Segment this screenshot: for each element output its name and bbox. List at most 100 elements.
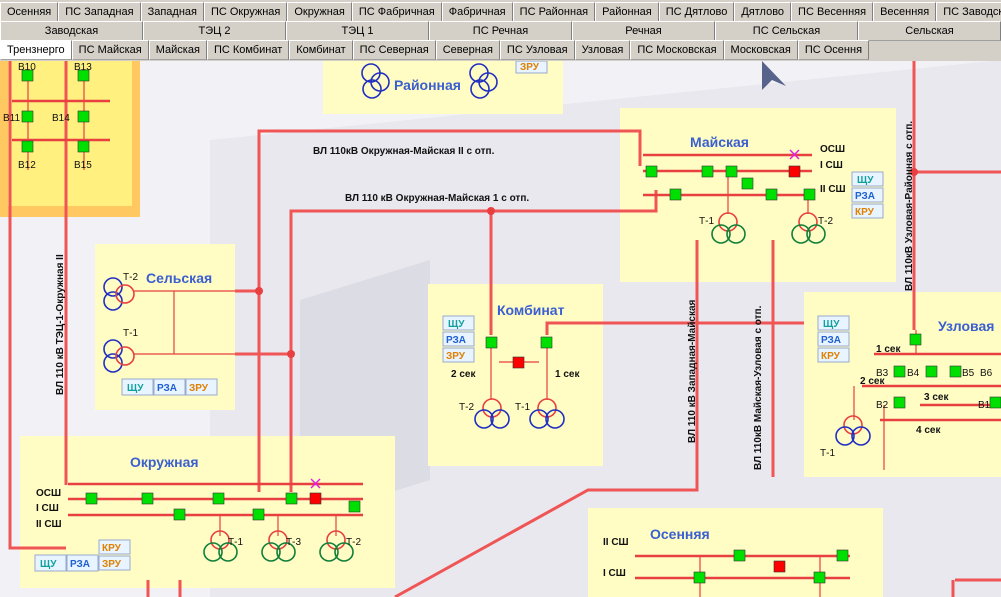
breaker-closed[interactable]: [540, 336, 553, 349]
breaker-closed[interactable]: [693, 571, 706, 584]
breaker-closed[interactable]: [21, 140, 34, 153]
tab-row3-8[interactable]: Узловая: [574, 40, 631, 60]
breaker-closed[interactable]: [77, 69, 90, 82]
tab-row1-6[interactable]: Фабричная: [441, 2, 513, 22]
tab-row3-10[interactable]: Московская: [723, 40, 798, 60]
tab-row2-5[interactable]: ПС Сельская: [715, 21, 858, 41]
breaker-closed[interactable]: [989, 396, 1001, 409]
station-title-okruzhnaya[interactable]: Окружная: [130, 454, 199, 470]
tab-row1-7[interactable]: ПС Районная: [512, 2, 596, 22]
panel-zru[interactable]: ЗРУ: [446, 351, 466, 362]
breaker-open[interactable]: [309, 492, 322, 505]
breaker-closed[interactable]: [733, 549, 746, 562]
tab-row1-12[interactable]: Весенняя: [873, 2, 937, 22]
breaker-closed[interactable]: [645, 165, 658, 178]
station-title-osennyaya[interactable]: Осенняя: [650, 526, 710, 542]
breaker-closed[interactable]: [21, 69, 34, 82]
panel-rza[interactable]: РЗА: [821, 335, 841, 346]
breaker-open[interactable]: [773, 560, 786, 573]
breaker-open[interactable]: [788, 165, 801, 178]
transformers: [103, 63, 871, 562]
transformer-maiskaya-t1: [711, 212, 746, 244]
breaker-closed[interactable]: [77, 140, 90, 153]
breaker-closed[interactable]: [803, 188, 816, 201]
panel-rza[interactable]: РЗА: [157, 383, 177, 394]
transformer-okr-t2: [319, 530, 354, 562]
breaker-closed[interactable]: [925, 365, 938, 378]
tab-row3-4[interactable]: Комбинат: [289, 40, 353, 60]
station-area-kombinat: [428, 284, 603, 466]
breaker-closed[interactable]: [725, 165, 738, 178]
breaker-closed[interactable]: [813, 571, 826, 584]
tab-row3-2[interactable]: Майская: [148, 40, 207, 60]
breaker-closed[interactable]: [893, 396, 906, 409]
tab-row1-10[interactable]: Дятлово: [734, 2, 792, 22]
breaker-open[interactable]: [512, 356, 525, 369]
breaker-closed[interactable]: [85, 492, 98, 505]
substation-diagram: Районная Майская Сельская Комбинат Узлов…: [0, 61, 1001, 597]
station-title-kombinat[interactable]: Комбинат: [497, 302, 565, 318]
panel-kru[interactable]: КРУ: [821, 351, 841, 362]
tab-row1-2[interactable]: Западная: [140, 2, 204, 22]
tab-row3-3[interactable]: ПС Комбинат: [206, 40, 290, 60]
panel-shu[interactable]: ЩУ: [448, 319, 465, 330]
station-title-uzlovaya[interactable]: Узловая: [938, 318, 994, 334]
station-title-maiskaya[interactable]: Майская: [690, 134, 749, 150]
tab-row3-1[interactable]: ПС Майская: [71, 40, 149, 60]
breaker-closed[interactable]: [485, 336, 498, 349]
breaker-closed[interactable]: [173, 508, 186, 521]
tab-row3-11[interactable]: ПС Осення: [797, 40, 870, 60]
breaker-closed[interactable]: [909, 333, 922, 346]
tab-row3-7[interactable]: ПС Узловая: [499, 40, 575, 60]
tab-row3-5[interactable]: ПС Северная: [352, 40, 436, 60]
breaker-closed[interactable]: [765, 188, 778, 201]
tab-row1-8[interactable]: Районная: [595, 2, 659, 22]
breaker-closed[interactable]: [212, 492, 225, 505]
tab-row1-0[interactable]: Осенняя: [0, 2, 59, 22]
panel-zru[interactable]: ЗРУ: [102, 559, 122, 570]
breaker-closed[interactable]: [21, 110, 34, 123]
panel-shu[interactable]: ЩУ: [823, 319, 840, 330]
panel-zru[interactable]: ЗРУ: [189, 383, 209, 394]
panel-rza[interactable]: РЗА: [70, 559, 90, 570]
station-title-raionnaya[interactable]: Районная: [394, 77, 461, 93]
breaker-closed[interactable]: [949, 365, 962, 378]
tab-row2-3[interactable]: ПС Речная: [429, 21, 572, 41]
station-title-selskaya[interactable]: Сельская: [146, 270, 212, 286]
panel-kru[interactable]: КРУ: [102, 543, 122, 554]
breaker-closed[interactable]: [836, 549, 849, 562]
breaker-closed[interactable]: [141, 492, 154, 505]
tab-row2-4[interactable]: Речная: [572, 21, 715, 41]
breaker-closed[interactable]: [285, 492, 298, 505]
tab-row2-6[interactable]: Сельская: [858, 21, 1001, 41]
breaker-closed[interactable]: [893, 365, 906, 378]
breaker-closed[interactable]: [669, 188, 682, 201]
tab-row1-5[interactable]: ПС Фабричная: [351, 2, 442, 22]
tab-row1-4[interactable]: Окружная: [287, 2, 352, 22]
tab-row1-3[interactable]: ПС Окружная: [203, 2, 288, 22]
breaker-closed[interactable]: [741, 177, 754, 190]
section-label: 1 сек: [876, 344, 901, 355]
tab-row3-6[interactable]: Северная: [435, 40, 500, 60]
breaker-closed[interactable]: [348, 500, 361, 513]
panel-zru[interactable]: ЗРУ: [520, 62, 540, 73]
tab-row2-0[interactable]: Заводская: [0, 21, 143, 41]
panel-shu[interactable]: ЩУ: [127, 383, 144, 394]
breaker-closed[interactable]: [252, 508, 265, 521]
breaker-closed[interactable]: [701, 165, 714, 178]
tab-row3-9[interactable]: ПС Московская: [630, 40, 724, 60]
tab-row2-1[interactable]: ТЭЦ 2: [143, 21, 286, 41]
panel-rza[interactable]: РЗА: [855, 191, 875, 202]
tab-row2-2[interactable]: ТЭЦ 1: [286, 21, 429, 41]
tab-row1-13[interactable]: ПС Заводская: [936, 2, 1001, 22]
tab-row1-11[interactable]: ПС Весенняя: [791, 2, 874, 22]
tab-row1-9[interactable]: ПС Дятлово: [658, 2, 735, 22]
breaker-closed[interactable]: [77, 110, 90, 123]
panel-shu[interactable]: ЩУ: [40, 559, 57, 570]
panel-shu[interactable]: ЩУ: [857, 175, 874, 186]
panel-kru[interactable]: КРУ: [855, 207, 875, 218]
tab-row3-0[interactable]: Трензнерго: [0, 40, 72, 60]
panel-rza[interactable]: РЗА: [446, 335, 466, 346]
tab-row1-1[interactable]: ПС Западная: [58, 2, 141, 22]
